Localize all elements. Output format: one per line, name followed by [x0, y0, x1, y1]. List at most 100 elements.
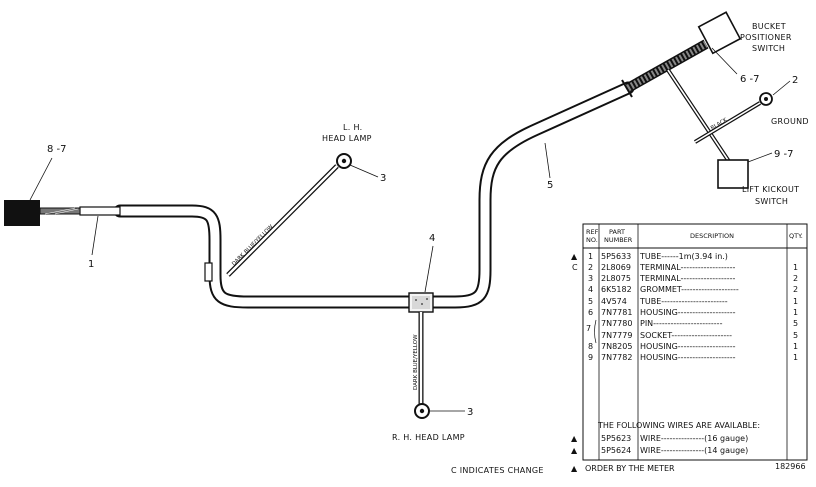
svg-text:1: 1: [793, 263, 798, 272]
svg-text:7: 7: [586, 324, 591, 333]
table-row: ▲ 5P5624 WIRE---------------(14 gauge): [571, 446, 748, 455]
svg-text:TUBE-----------------------: TUBE-----------------------: [639, 297, 728, 306]
svg-text:1: 1: [588, 252, 593, 261]
svg-text:REF: REF: [586, 228, 599, 236]
svg-text:2L8069: 2L8069: [601, 263, 631, 272]
svg-text:SOCKET---------------------: SOCKET---------------------: [640, 331, 732, 340]
ref-7-bracket: [594, 319, 597, 344]
branch-clamp: [204, 262, 213, 282]
svg-text:7N7780: 7N7780: [601, 319, 632, 328]
meter-note-icon: ▲: [571, 464, 578, 473]
lift-kickout-switch: [717, 159, 749, 189]
svg-text:TERMINAL-------------------: TERMINAL-------------------: [639, 274, 735, 283]
tube-end-ring: [621, 79, 633, 98]
ground-terminal: [759, 92, 773, 106]
drawing-number: 182966: [775, 462, 806, 471]
svg-text:4: 4: [588, 285, 593, 294]
svg-text:NUMBER: NUMBER: [604, 236, 633, 244]
svg-text:5: 5: [793, 319, 798, 328]
svg-text:PIN------------------------: PIN------------------------: [640, 319, 723, 328]
svg-text:7N7779: 7N7779: [601, 331, 632, 340]
parts-table-rows: ▲ 1 5P5633 TUBE------1m(3.94 in.) C 2 2L…: [571, 252, 798, 455]
svg-text:2L8075: 2L8075: [601, 274, 631, 283]
svg-text:POSITIONER: POSITIONER: [740, 33, 792, 42]
svg-text:6K5182: 6K5182: [601, 285, 632, 294]
svg-text:SWITCH: SWITCH: [752, 44, 785, 53]
callout-2: 2: [792, 75, 798, 86]
svg-text:TERMINAL-------------------: TERMINAL-------------------: [639, 263, 735, 272]
svg-text:GROMMET--------------------: GROMMET--------------------: [640, 285, 739, 294]
svg-text:▲: ▲: [571, 252, 578, 261]
svg-text:5: 5: [793, 331, 798, 340]
table-row: 7 7N7780 PIN------------------------ 5: [586, 319, 798, 333]
table-row: ▲ 5P5623 WIRE---------------(16 gauge): [571, 434, 748, 443]
svg-text:▲: ▲: [571, 446, 578, 455]
table-row: C 2 2L8069 TERMINAL------------------- 1: [572, 263, 798, 272]
svg-text:HEAD LAMP: HEAD LAMP: [322, 134, 372, 143]
callout-6-7: 6 -7: [740, 74, 760, 85]
lh-wire-label: DARK BLUE/YELLOW: [231, 224, 275, 268]
callout-3-rh: 3: [467, 407, 473, 418]
svg-text:SWITCH: SWITCH: [755, 197, 788, 206]
lift-switch-label: LIFT KICKOUT SWITCH: [742, 185, 799, 206]
svg-text:6: 6: [588, 308, 593, 317]
svg-text:1: 1: [793, 353, 798, 362]
callout-1: 1: [88, 259, 94, 270]
svg-text:5P5623: 5P5623: [601, 434, 631, 443]
svg-text:5: 5: [588, 297, 593, 306]
lh-lamp-terminal: [336, 153, 352, 169]
svg-text:7N7781: 7N7781: [601, 308, 632, 317]
svg-text:1: 1: [793, 297, 798, 306]
svg-text:QTY.: QTY.: [789, 232, 803, 240]
available-wires-note: THE FOLLOWING WIRES ARE AVAILABLE:: [597, 421, 760, 430]
connector-housing-8: [4, 200, 40, 226]
ground-label: GROUND: [771, 117, 809, 126]
ground-wire: [693, 101, 762, 144]
lift-kickout-wire: [666, 68, 732, 165]
svg-text:5P5633: 5P5633: [601, 252, 631, 261]
callout-4: 4: [429, 233, 435, 244]
svg-text:2: 2: [793, 285, 798, 294]
rh-lamp-label: R. H. HEAD LAMP: [392, 433, 465, 442]
svg-text:5P5624: 5P5624: [601, 446, 631, 455]
meter-note: ORDER BY THE METER: [585, 464, 675, 473]
table-row: 9 7N7782 HOUSING-------------------- 1: [588, 353, 798, 362]
svg-text:1: 1: [793, 342, 798, 351]
leader-lines: [29, 47, 791, 412]
bucket-positioner-switch: [697, 11, 742, 55]
svg-text:2: 2: [588, 263, 593, 272]
braided-wire-section: [625, 39, 709, 93]
table-row: 8 7N8205 HOUSING-------------------- 1: [588, 342, 798, 351]
svg-text:7N7782: 7N7782: [601, 353, 632, 362]
svg-text:3: 3: [588, 274, 593, 283]
rh-lamp-terminal: [414, 403, 430, 419]
svg-text:WIRE---------------(14 gauge): WIRE---------------(14 gauge): [640, 446, 748, 455]
change-note: C INDICATES CHANGE: [451, 466, 544, 475]
table-row: 3 2L8075 TERMINAL------------------- 2: [588, 274, 798, 283]
callout-5: 5: [547, 180, 553, 191]
svg-text:HOUSING--------------------: HOUSING--------------------: [640, 342, 736, 351]
table-row: 6 7N7781 HOUSING-------------------- 1: [588, 308, 798, 317]
svg-text:HOUSING--------------------: HOUSING--------------------: [640, 353, 736, 362]
callout-9-7: 9 -7: [774, 149, 794, 160]
tube-item-1: [39, 206, 121, 216]
svg-text:NO.: NO.: [586, 236, 598, 244]
svg-text:DESCRIPTION: DESCRIPTION: [690, 232, 734, 240]
lh-lamp-label: L. H. HEAD LAMP: [322, 123, 372, 143]
grommet-item-4: [408, 292, 434, 313]
callout-3-lh: 3: [380, 173, 386, 184]
table-row: 4 6K5182 GROMMET-------------------- 2: [588, 285, 798, 294]
table-row: ▲ 1 5P5633 TUBE------1m(3.94 in.): [571, 252, 728, 261]
svg-text:C: C: [572, 263, 578, 272]
svg-text:BUCKET: BUCKET: [752, 22, 786, 31]
svg-text:▲: ▲: [571, 434, 578, 443]
bucket-switch-label: BUCKET POSITIONER SWITCH: [740, 22, 792, 53]
svg-text:L. H.: L. H.: [343, 123, 362, 132]
callout-8-7: 8 -7: [47, 144, 67, 155]
svg-text:TUBE------1m(3.94 in.): TUBE------1m(3.94 in.): [639, 252, 728, 261]
svg-text:4V574: 4V574: [601, 297, 627, 306]
svg-text:WIRE---------------(16 gauge): WIRE---------------(16 gauge): [640, 434, 748, 443]
svg-text:8: 8: [588, 342, 593, 351]
svg-text:HOUSING--------------------: HOUSING--------------------: [640, 308, 736, 317]
